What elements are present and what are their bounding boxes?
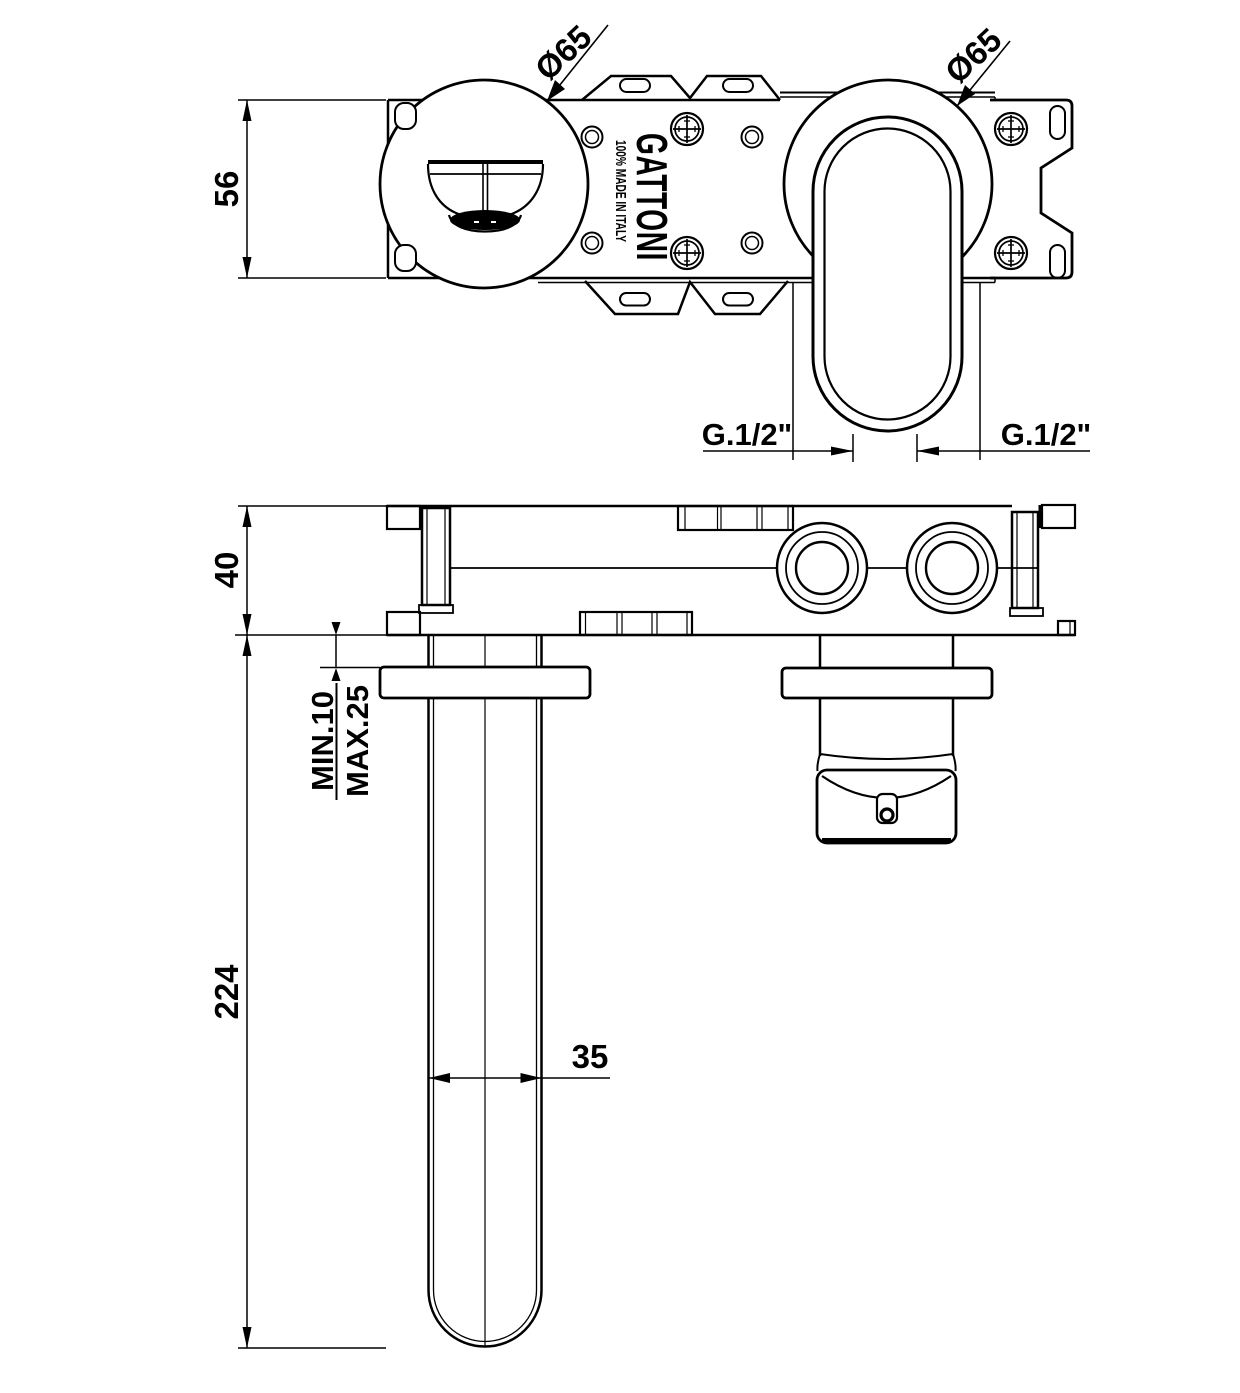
screw-icon: [669, 235, 705, 271]
wall-cover-min-label: MIN.10: [305, 691, 340, 791]
left-inlet-label: G.1/2": [702, 417, 793, 452]
screw-icon: [993, 111, 1029, 147]
bracket-slot: [1049, 105, 1066, 140]
handle-lever: [811, 115, 964, 433]
plate-height-label: 56: [208, 171, 245, 208]
brand-logo: GATTONI: [627, 133, 676, 261]
flange-slot: [394, 102, 417, 130]
handle: [780, 635, 994, 845]
tab-slot: [722, 292, 754, 307]
spout: [378, 635, 592, 1348]
spout-flange: [378, 665, 592, 700]
right-inlet-label: G.1/2": [1001, 417, 1092, 452]
spout-width-label: 35: [572, 1038, 609, 1075]
spout-diameter-label: Ø65: [528, 18, 599, 88]
screw-icon: [669, 111, 705, 147]
lever-pin: [879, 807, 895, 823]
screw-icon: [993, 235, 1029, 271]
inlet-port: [775, 521, 869, 615]
bracket-slot: [1049, 244, 1066, 279]
tab-slot: [619, 78, 651, 93]
spout-projection-label: 224: [208, 964, 245, 1020]
spout-width-dimension: 35: [429, 1038, 610, 1083]
pilot-hole-icon: [740, 231, 764, 255]
tab-slot: [722, 78, 754, 93]
tab-slot: [619, 292, 651, 307]
handle-flange: [780, 666, 994, 700]
inlet-dimensions: G.1/2" G.1/2": [702, 283, 1092, 462]
body-depth-dimension: 40: [208, 505, 386, 635]
inlet-port: [905, 521, 999, 615]
plate-height-dimension: 56: [208, 99, 386, 279]
flange-slot: [394, 244, 417, 272]
rough-in-body: [235, 503, 1077, 637]
spout-outlet: [426, 160, 545, 233]
plan-view: 40 224: [208, 503, 1077, 1349]
pilot-hole-icon: [740, 125, 764, 149]
wall-cover-dimension: MIN.10 MAX.25: [305, 622, 380, 800]
handle-diameter-label: Ø65: [938, 21, 1009, 91]
spout-escutcheon: [378, 78, 590, 290]
made-in-label: 100% MADE IN ITALY: [612, 140, 629, 242]
body-depth-label: 40: [208, 552, 245, 589]
pilot-hole-icon: [580, 231, 604, 255]
front-view: 56 GATTONI 100% MADE IN ITALY: [208, 18, 1091, 462]
wall-cover-max-label: MAX.25: [340, 685, 375, 797]
right-bracket-plate: [990, 98, 1074, 280]
pilot-hole-icon: [580, 125, 604, 149]
spout-projection-dimension: 224: [208, 635, 386, 1349]
